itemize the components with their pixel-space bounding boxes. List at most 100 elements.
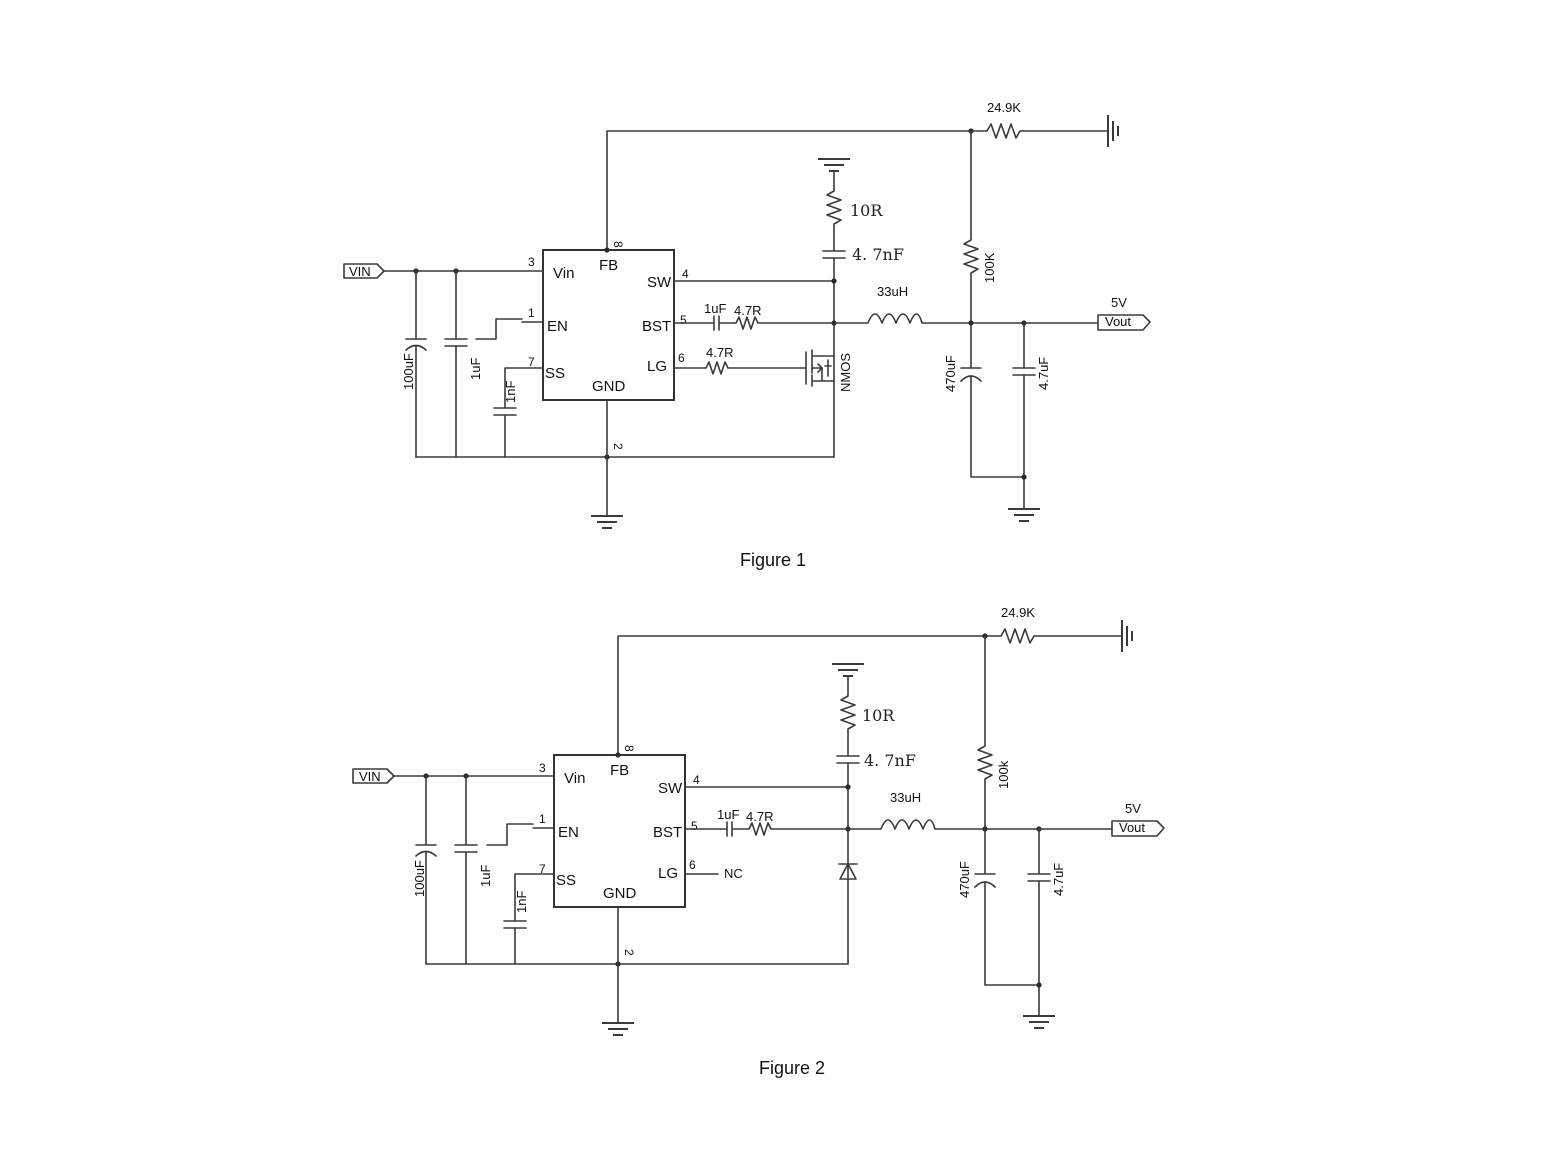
vout-voltage-label: 5V	[1125, 801, 1141, 816]
output-inductor	[833, 313, 1025, 324]
snubber-rc-network	[822, 170, 846, 282]
low-side-nmos-label: NMOS	[838, 353, 853, 392]
pin-number-fb: 8	[622, 745, 636, 752]
pin-number-en: 1	[539, 812, 546, 826]
ground-symbol-icon	[591, 515, 623, 529]
junction-dot	[604, 247, 610, 253]
pin-number-gnd: 2	[611, 443, 625, 450]
bootstrap-rc-network	[684, 821, 849, 837]
vout-port-label: Vout	[1105, 314, 1131, 329]
controller-ic-body	[542, 249, 675, 401]
vout-port-flag	[1023, 314, 1151, 331]
pin-label-sw: SW	[647, 274, 672, 291]
pin-label-fb: FB	[610, 762, 629, 779]
pin-number-bst: 5	[691, 819, 698, 833]
pin-number-lg: 6	[678, 351, 685, 365]
ground-symbol-icon	[1107, 115, 1119, 147]
output-inductor-label: 33uH	[890, 790, 921, 805]
en-enable-signal	[486, 823, 555, 846]
snubber-ground-icon	[818, 158, 850, 172]
pin-number-en: 1	[528, 306, 535, 320]
pin-label-en: EN	[558, 824, 579, 841]
snubber-resistor-label: 10R	[862, 706, 895, 725]
ground-symbol-icon	[1121, 620, 1133, 652]
pin-label-vin: Vin	[553, 265, 574, 282]
output-bulk-capacitor	[960, 322, 1025, 478]
pin-number-bst: 5	[680, 313, 687, 327]
vout-port-label: Vout	[1119, 820, 1145, 835]
junction-dot	[1021, 474, 1027, 480]
pin-number-vin: 3	[528, 255, 535, 269]
feedback-top-resistor-label: 100K	[982, 252, 997, 283]
figure-caption: Figure 1	[740, 550, 806, 570]
input-bulk-capacitor	[405, 270, 427, 458]
snubber-rc-network	[836, 675, 860, 788]
junction-dot	[845, 784, 851, 790]
junction-dot	[1036, 982, 1042, 988]
bootstrap-capacitor-label: 1uF	[717, 807, 739, 822]
en-enable-signal	[475, 318, 544, 340]
ground-symbol-icon	[602, 1022, 634, 1036]
snubber-resistor-label: 10R	[850, 201, 883, 220]
junction-dot	[831, 278, 837, 284]
figure-1-schematic: Vin FB SW EN BST SS LG GND 3 8 4 1 5 7 6…	[343, 100, 1151, 570]
output-bulk-capacitor-label: 470uF	[957, 861, 972, 898]
input-capacitor	[444, 270, 468, 458]
input-capacitor	[454, 775, 478, 965]
soft-start-capacitor	[503, 873, 555, 965]
output-inductor	[847, 819, 1040, 830]
input-capacitor-label: 1uF	[478, 865, 493, 887]
output-capacitor-label: 4.7uF	[1051, 863, 1066, 896]
feedback-bottom-resistor-label: 24.9K	[1001, 605, 1035, 620]
lg-no-connect-label: NC	[724, 866, 743, 881]
pin-label-bst: BST	[642, 318, 671, 335]
pin-label-gnd: GND	[592, 378, 626, 395]
low-side-nmos-icon	[811, 349, 835, 387]
bootstrap-capacitor-label: 1uF	[704, 301, 726, 316]
vin-port-label: VIN	[349, 264, 371, 279]
feedback-top-resistor-label: 100k	[996, 760, 1011, 789]
vin-port-flag	[343, 263, 385, 279]
input-bulk-capacitor-label: 100uF	[401, 353, 416, 390]
input-capacitor-label: 1uF	[468, 358, 483, 380]
feedback-net-wire	[606, 130, 972, 251]
output-bulk-capacitor-label: 470uF	[943, 355, 958, 392]
pin-number-fb: 8	[611, 241, 625, 248]
bootstrap-resistor-label: 4.7R	[734, 303, 761, 318]
feedback-bottom-resistor	[970, 123, 1109, 139]
pin-label-ss: SS	[556, 872, 576, 889]
soft-start-capacitor-label: 1nF	[503, 381, 518, 403]
output-bulk-capacitor	[974, 828, 1040, 986]
snubber-capacitor-label: 4. 7nF	[864, 751, 916, 770]
feedback-net-wire	[617, 635, 986, 756]
ground-symbol-icon	[1023, 1015, 1055, 1029]
feedback-bottom-resistor	[984, 628, 1123, 644]
pin-label-lg: LG	[658, 865, 678, 882]
pin-label-ss: SS	[545, 365, 565, 382]
soft-start-capacitor-label: 1nF	[514, 891, 529, 913]
input-bulk-capacitor-label: 100uF	[412, 860, 427, 897]
pin-label-vin: Vin	[564, 770, 585, 787]
output-capacitor	[1012, 322, 1036, 510]
output-inductor-label: 33uH	[877, 284, 908, 299]
feedback-top-resistor	[963, 130, 979, 324]
pin-number-ss: 7	[528, 355, 535, 369]
pin-label-sw: SW	[658, 780, 683, 797]
output-capacitor-label: 4.7uF	[1036, 357, 1051, 390]
freewheel-diode-icon	[838, 863, 858, 880]
snubber-ground-icon	[832, 663, 864, 677]
junction-dot	[615, 752, 621, 758]
gate-drive-network	[673, 351, 807, 385]
pin-number-sw: 4	[693, 773, 700, 787]
pin-label-gnd: GND	[603, 885, 637, 902]
bootstrap-rc-network	[673, 315, 835, 331]
gate-resistor-label: 4.7R	[706, 345, 733, 360]
vin-port-label: VIN	[359, 769, 381, 784]
figure-2-schematic: Vin FB SW EN BST SS LG GND 3 8 4 1 5 7 6…	[352, 605, 1165, 1078]
output-capacitor	[1027, 828, 1051, 1017]
vin-port-flag	[352, 768, 395, 784]
pin-number-lg: 6	[689, 858, 696, 872]
pin-label-lg: LG	[647, 358, 667, 375]
soft-start-capacitor	[493, 367, 544, 458]
